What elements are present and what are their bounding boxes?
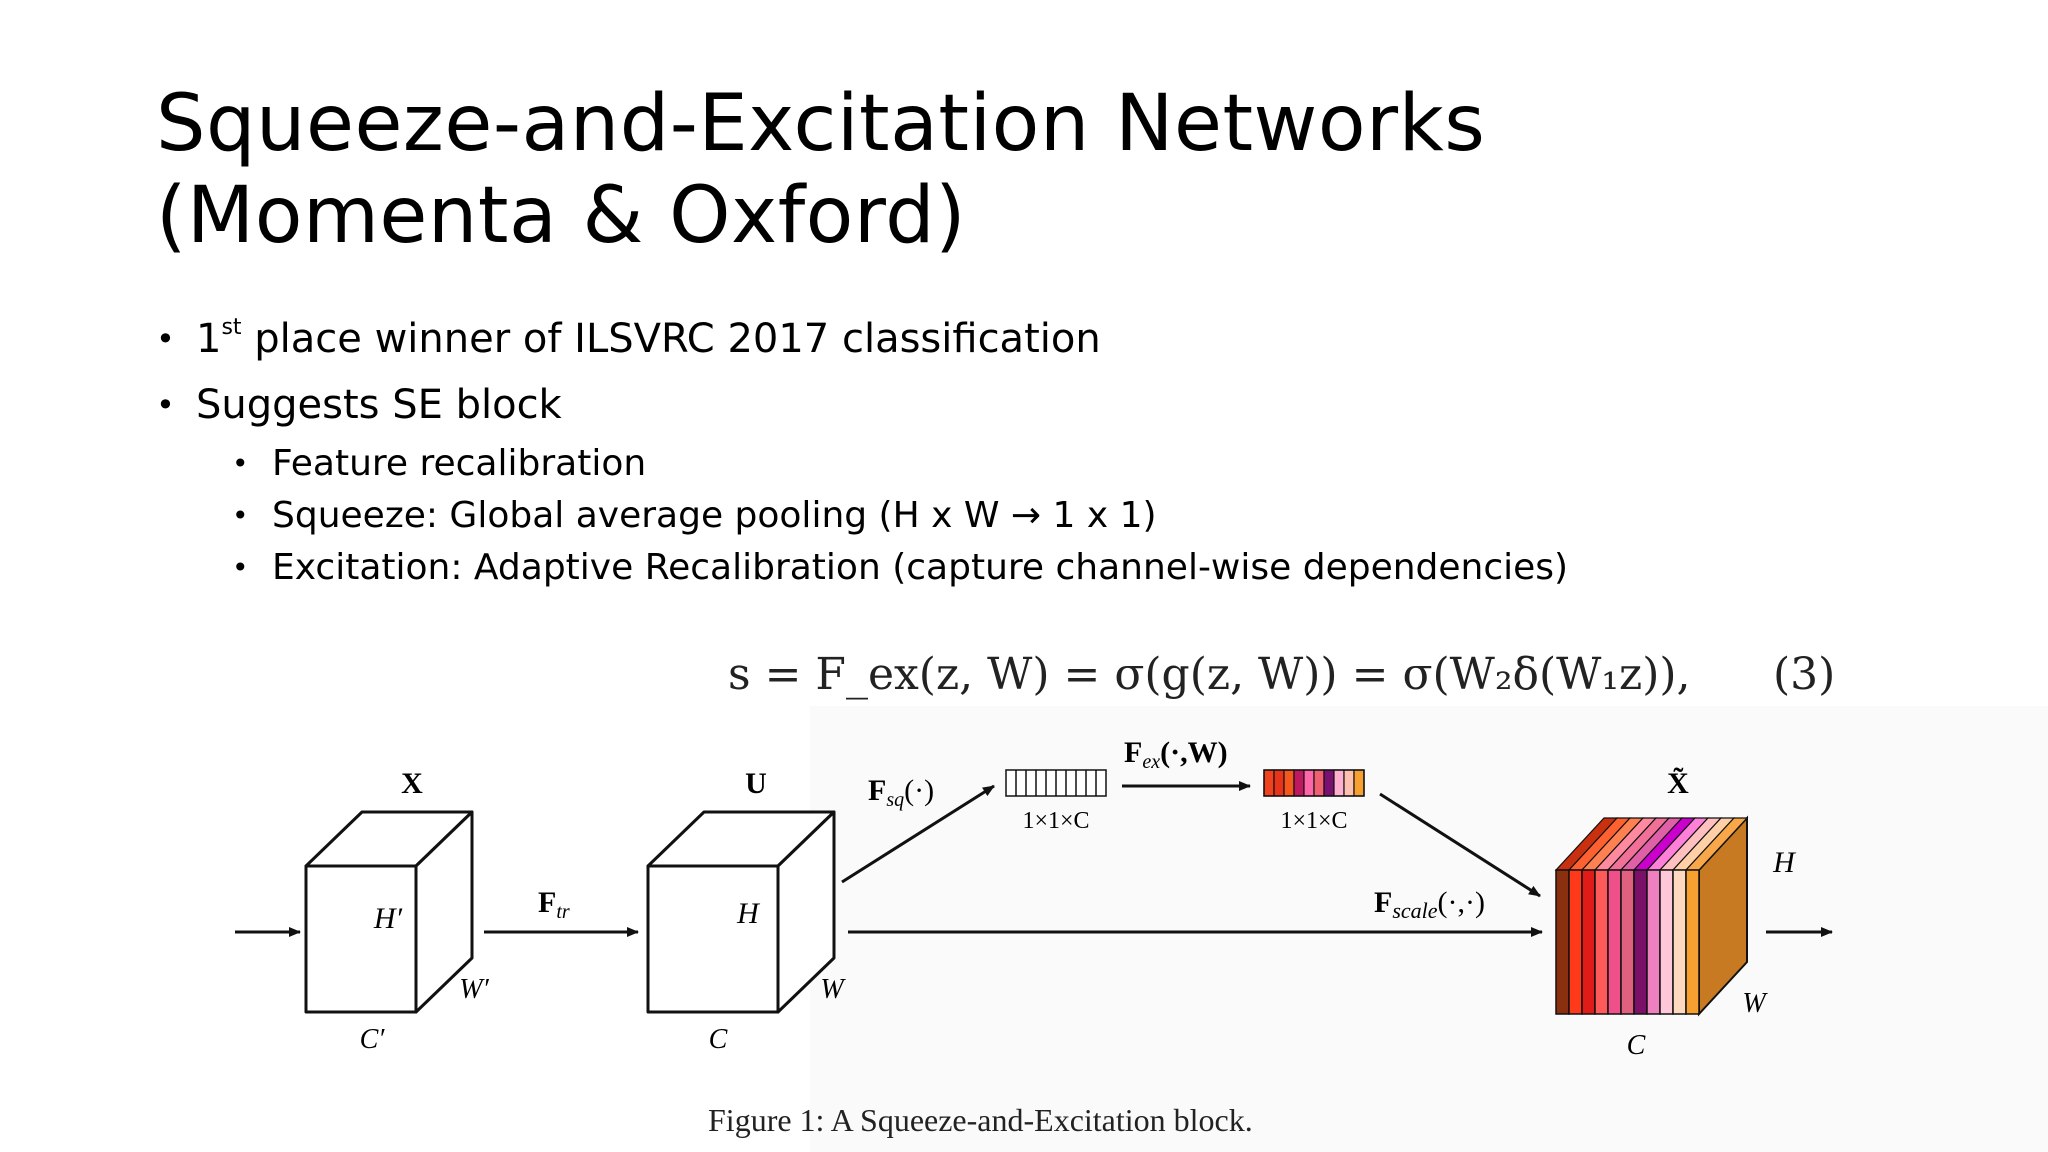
- bullet-dot-icon: •: [232, 551, 249, 584]
- cube-front-slice: [1594, 869, 1609, 1015]
- excitation-cell: [1313, 769, 1325, 797]
- label-x-tilde: X̃: [1667, 767, 1689, 800]
- figure-caption: Figure 1: A Squeeze-and-Excitation block…: [708, 1102, 1253, 1138]
- cube-front-slice: [1659, 869, 1674, 1015]
- bullet-item: • Suggests SE block: [156, 372, 1956, 438]
- label-f-tr: Ftr: [538, 886, 570, 923]
- excitation-cell: [1263, 769, 1275, 797]
- label-f-scale: Fscale(·,·): [1374, 886, 1485, 923]
- cube-front-slice: [1633, 869, 1648, 1015]
- cube-front-slice: [1646, 869, 1661, 1015]
- sub-bullet-text: Excitation: Adaptive Recalibration (capt…: [272, 547, 1569, 588]
- equation-body: s = F_ex(z, W) = σ(g(z, W)) = σ(W₂δ(W₁z)…: [728, 649, 1691, 700]
- bullet-text-prefix: 1: [196, 316, 222, 362]
- label-c-out: C: [1627, 1030, 1646, 1061]
- sub-bullet-item: • Feature recalibration: [156, 438, 1956, 490]
- bullet-list: • 1st place winner of ILSVRC 2017 classi…: [156, 306, 1956, 594]
- bullet-text-suffix: place winner of ILSVRC 2017 classificati…: [241, 316, 1101, 362]
- sub-bullet-text: Feature recalibration: [272, 443, 647, 484]
- label-dim-2: 1×1×C: [1280, 808, 1347, 834]
- excitation-equation: s = F_ex(z, W) = σ(g(z, W)) = σ(W₂δ(W₁z)…: [728, 640, 1868, 710]
- squeeze-vector: [1005, 769, 1107, 797]
- cube-x: [304, 810, 474, 1014]
- bullet-item: • 1st place winner of ILSVRC 2017 classi…: [156, 306, 1956, 372]
- label-c-prime: C′: [360, 1024, 386, 1055]
- scale-diag-arrow: [1379, 792, 1541, 898]
- cube-front-slice: [1620, 869, 1635, 1015]
- bullet-text: Suggests SE block: [196, 382, 562, 428]
- fsq-arrow: [841, 784, 995, 884]
- cube-front-slice: [1568, 869, 1583, 1015]
- excitation-vector: [1263, 769, 1365, 797]
- bullet-dot-icon: •: [156, 320, 175, 358]
- excitation-cell: [1343, 769, 1355, 797]
- excitation-cell: [1333, 769, 1345, 797]
- slide-title-line-1: Squeeze-and-Excitation Networks: [156, 79, 1486, 169]
- cube-x-tilde: [1554, 815, 1749, 1017]
- bullet-dot-icon: •: [232, 499, 249, 532]
- label-f-sq: Fsq(·): [868, 774, 934, 811]
- ordinal-suffix: st: [221, 315, 242, 340]
- cube-front-slice: [1672, 869, 1687, 1015]
- excitation-vector-border: [1263, 769, 1365, 797]
- excitation-cell: [1303, 769, 1315, 797]
- cube-front-slice: [1685, 869, 1700, 1015]
- label-h-out: H: [1772, 846, 1797, 879]
- sub-bullet-item: • Excitation: Adaptive Recalibration (ca…: [156, 542, 1956, 594]
- sub-bullet-text: Squeeze: Global average pooling (H x W →…: [272, 495, 1157, 536]
- label-f-ex: Fex(·,W): [1124, 736, 1228, 773]
- sub-bullet-item: • Squeeze: Global average pooling (H x W…: [156, 490, 1956, 542]
- bullet-dot-icon: •: [156, 386, 175, 424]
- excitation-cell: [1273, 769, 1285, 797]
- label-w-out: W: [1742, 988, 1768, 1019]
- slide-title: Squeeze-and-Excitation Networks (Momenta…: [156, 78, 1956, 262]
- cube-front-slice: [1607, 869, 1622, 1015]
- label-u: U: [745, 767, 767, 800]
- cube-front-slice: [1581, 869, 1596, 1015]
- slide-title-line-2: (Momenta & Oxford): [156, 171, 967, 261]
- excitation-cell: [1323, 769, 1335, 797]
- label-h-prime: H′: [373, 902, 403, 935]
- label-w: W: [820, 974, 846, 1005]
- bullet-dot-icon: •: [232, 447, 249, 480]
- excitation-cell: [1293, 769, 1305, 797]
- label-c: C: [709, 1024, 728, 1055]
- cube-u: [646, 810, 836, 1014]
- excitation-cell: [1353, 769, 1365, 797]
- excitation-cell: [1283, 769, 1295, 797]
- label-x: X: [401, 767, 423, 800]
- cube-front-slice: [1555, 869, 1570, 1015]
- label-dim-1: 1×1×C: [1022, 808, 1089, 834]
- equation-number: (3): [1773, 649, 1836, 700]
- label-w-prime: W′: [459, 974, 489, 1005]
- label-h: H: [736, 897, 761, 930]
